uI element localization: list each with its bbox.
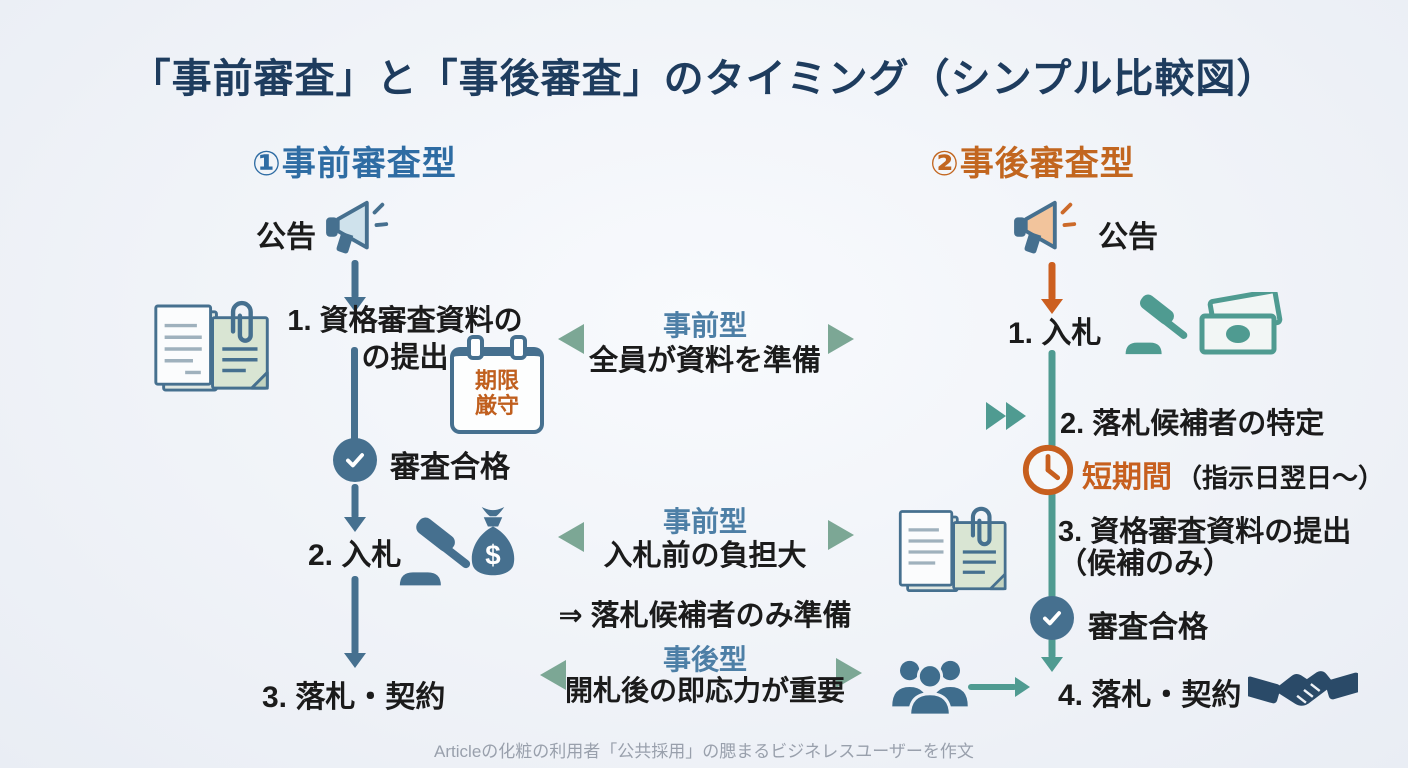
right-step1-label: 1. 入札 <box>1008 317 1102 350</box>
calendar-deadline-text: 期限 厳守 <box>474 368 519 418</box>
middle-row1-text: 全員が資料を準備 <box>588 345 821 377</box>
clock-icon <box>1020 442 1076 498</box>
right-announce-label: 公告 <box>1098 221 1158 254</box>
flow-arrow <box>343 484 367 532</box>
middle-row2-text: 入札前の負担大 <box>603 540 807 572</box>
duration-highlight: 短期間 <box>1082 461 1172 494</box>
left-step3-label: 3. 落札・契約 <box>262 681 446 714</box>
compare-arrow-right-icon <box>836 658 862 688</box>
people-group-icon <box>890 656 970 717</box>
middle-row3-tag: 事後型 <box>662 644 747 675</box>
middle-row2-tag: 事前型 <box>662 506 747 537</box>
right-step2-label: 2. 落札候補者の特定 <box>1060 408 1325 440</box>
handshake-icon <box>1242 654 1364 720</box>
compare-arrow-left-icon <box>558 522 584 552</box>
left-step2-label: 2. 入札 <box>308 539 402 572</box>
right-step4-label: 4. 落札・契約 <box>1058 679 1242 712</box>
middle-row3-text: 開札後の即応力が重要 <box>564 675 845 706</box>
flow-arrow <box>1040 262 1064 314</box>
right-column-heading: ②事後審査型 <box>930 145 1135 183</box>
gavel-icon <box>398 510 480 590</box>
right-step3-label: 3. 資格審査資料の提出 （候補のみ） <box>1058 516 1352 580</box>
money-bag-icon: $ <box>464 505 522 585</box>
check-circle-icon <box>333 438 377 482</box>
compare-arrow-right-icon <box>828 324 854 354</box>
check-circle-icon <box>1030 596 1074 640</box>
deadline-calendar-icon: 期限 厳守 <box>450 335 544 434</box>
megaphone-icon <box>1010 196 1088 260</box>
footer-watermark: Articleの化粧の利用者「公共採用」の腮まるビジネレスユーザーを作文 <box>434 742 974 761</box>
banknote-icon <box>1198 288 1284 356</box>
left-step1-label: 1. 資格審査資料の の提出 <box>287 305 523 374</box>
left-announce-label: 公告 <box>256 221 316 254</box>
megaphone-icon <box>322 196 400 260</box>
duration-note: （指示日翌日～） <box>1176 463 1385 493</box>
middle-row1-tag: 事前型 <box>662 310 747 341</box>
flow-line <box>351 347 358 442</box>
flow-arrow <box>343 576 367 668</box>
right-duration-label: 短期間 （指示日翌日～） <box>1082 452 1384 496</box>
svg-text:$: $ <box>485 539 500 570</box>
compare-arrow-left-icon <box>558 324 584 354</box>
documents-paperclip-icon <box>892 506 1018 598</box>
left-column-heading: ①事前審査型 <box>252 145 457 183</box>
gavel-icon <box>1124 288 1196 358</box>
documents-paperclip-icon <box>148 300 280 398</box>
fast-forward-icon <box>984 400 1030 432</box>
left-pass-label: 審査合格 <box>390 451 510 484</box>
compare-arrow-left-icon <box>540 660 566 690</box>
page-title: 「事前審査」と「事後審査」のタイミング（シンプル比較図） <box>130 57 1278 101</box>
flow-arrow-right <box>968 676 1030 698</box>
right-pass-label: 審査合格 <box>1088 611 1208 644</box>
compare-arrow-right-icon <box>828 520 854 550</box>
middle-row2-note: ⇒ 落札候補者のみ準備 <box>558 600 852 632</box>
